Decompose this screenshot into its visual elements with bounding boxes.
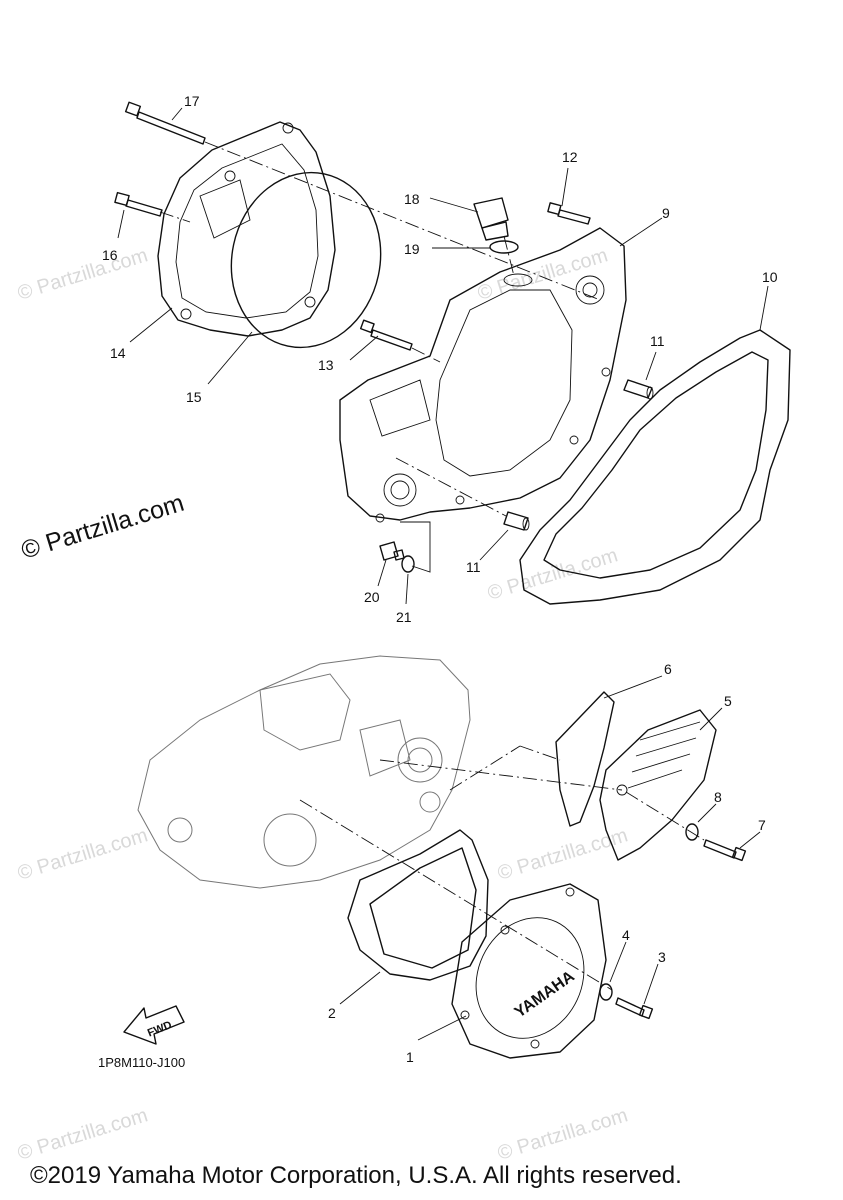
copyright-footer: ©2019 Yamaha Motor Corporation, U.S.A. A… bbox=[30, 1162, 682, 1189]
watermark-layer: © Partzilla.com © Partzilla.com © Partzi… bbox=[15, 244, 630, 1164]
assembly-line bbox=[204, 141, 601, 301]
fwd-label: FWD bbox=[146, 1019, 174, 1040]
callout-leaders bbox=[117, 107, 769, 1041]
bolt-16 bbox=[114, 191, 163, 217]
watermark-text: © Partzilla.com bbox=[485, 544, 620, 604]
callout-19: 19 bbox=[404, 241, 420, 257]
callout-20: 20 bbox=[364, 589, 380, 605]
cover-gasket-ring bbox=[230, 171, 382, 349]
callout-11a: 11 bbox=[650, 333, 665, 349]
callout-16: 16 bbox=[102, 247, 118, 263]
guard-plate-6 bbox=[555, 691, 615, 827]
callout-18: 18 bbox=[404, 191, 420, 207]
crankcase-reference bbox=[137, 655, 471, 889]
callout-labels: 1 2 3 4 5 6 7 8 9 10 11 11 12 13 14 15 1… bbox=[102, 93, 778, 1065]
assembly-line bbox=[159, 211, 191, 223]
washer-8 bbox=[685, 823, 699, 841]
assembly-line bbox=[503, 235, 515, 277]
assembly-line bbox=[625, 791, 705, 841]
assembly-line bbox=[519, 745, 561, 761]
oil-filler-cap-18 bbox=[473, 197, 509, 241]
assembly-line bbox=[400, 521, 431, 573]
assembly-line bbox=[449, 745, 521, 791]
o-ring-19 bbox=[489, 240, 519, 254]
dowel-pin-11-lower bbox=[503, 511, 530, 531]
crankcase-cover-9 bbox=[339, 227, 627, 523]
diagram-code: 1P8M110-J100 bbox=[98, 1055, 186, 1070]
bolt-17 bbox=[124, 101, 206, 145]
yamaha-logo: YAMAHA bbox=[512, 968, 578, 1022]
cover-gasket-2 bbox=[347, 829, 489, 981]
assembly-line bbox=[299, 799, 613, 991]
watermark-text: © Partzilla.com bbox=[495, 824, 630, 884]
callout-1: 1 bbox=[406, 1049, 414, 1065]
watermark-text: © Partzilla.com bbox=[15, 1104, 150, 1164]
forward-arrow-icon: FWD bbox=[123, 1005, 185, 1045]
callout-21: 21 bbox=[396, 609, 412, 625]
callout-6: 6 bbox=[664, 661, 672, 677]
callout-7: 7 bbox=[758, 817, 766, 833]
callout-12: 12 bbox=[562, 149, 578, 165]
assembly-line bbox=[379, 759, 623, 791]
crankcase-gasket-10 bbox=[519, 329, 791, 605]
callout-5: 5 bbox=[724, 693, 732, 709]
bolt-3 bbox=[615, 997, 654, 1020]
callout-17: 17 bbox=[184, 93, 200, 109]
bolt-7 bbox=[703, 839, 747, 862]
callout-13: 13 bbox=[318, 357, 334, 373]
bolt-13 bbox=[359, 319, 413, 351]
callout-4: 4 bbox=[622, 927, 630, 943]
callout-2: 2 bbox=[328, 1005, 336, 1021]
watermark-text: © Partzilla.com bbox=[15, 824, 150, 884]
callout-15: 15 bbox=[186, 389, 202, 405]
assembly-line bbox=[411, 347, 441, 363]
clutch-cover-outer bbox=[157, 121, 336, 337]
bolt-20 bbox=[379, 541, 405, 561]
callout-8: 8 bbox=[714, 789, 722, 805]
callout-9: 9 bbox=[662, 205, 670, 221]
generator-cover-1: YAMAHA bbox=[451, 883, 607, 1059]
callout-10: 10 bbox=[762, 269, 778, 285]
watermark-text: © Partzilla.com bbox=[15, 244, 150, 304]
washer-21 bbox=[401, 555, 415, 573]
bolt-12 bbox=[547, 202, 591, 225]
assembly-line bbox=[395, 457, 507, 517]
dowel-pin-11-upper bbox=[623, 379, 654, 400]
callout-11b: 11 bbox=[466, 559, 481, 575]
watermark-text: © Partzilla.com bbox=[495, 1104, 630, 1164]
callout-3: 3 bbox=[658, 949, 666, 965]
washer-4 bbox=[599, 983, 613, 1001]
callout-14: 14 bbox=[110, 345, 126, 361]
